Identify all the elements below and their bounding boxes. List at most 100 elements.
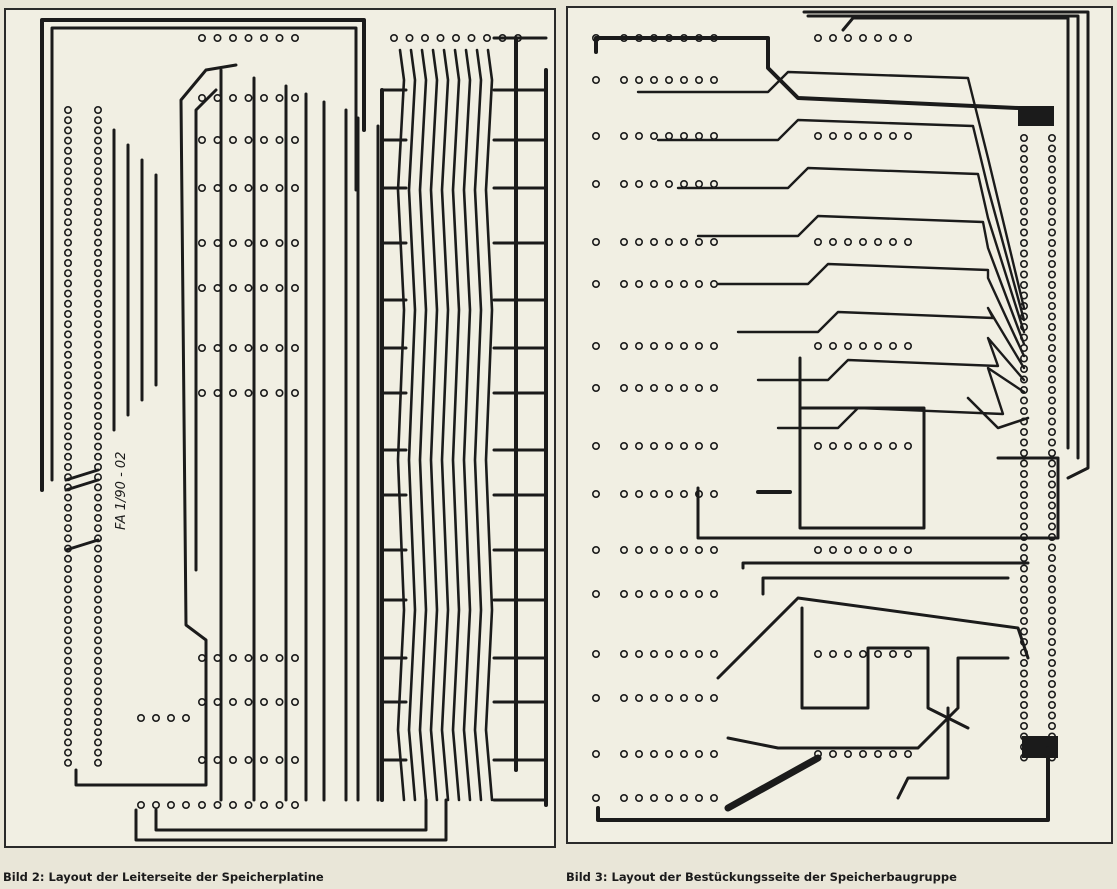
solder-pad [94, 687, 103, 696]
solder-pad [619, 545, 628, 554]
solder-pad [94, 360, 103, 369]
solder-pad [290, 33, 299, 42]
solder-pad [635, 589, 644, 598]
solder-pad [710, 749, 719, 758]
solder-pad [63, 687, 72, 696]
solder-pad [63, 636, 72, 645]
solder-pad [94, 197, 103, 206]
solder-pad [229, 755, 238, 764]
solder-pad [94, 605, 103, 614]
solder-pad [94, 340, 103, 349]
solder-pad [1047, 669, 1056, 678]
solder-pad [94, 208, 103, 217]
solder-pad [198, 343, 207, 352]
solder-pad [213, 653, 222, 662]
solder-pad [680, 589, 689, 598]
solder-pad [695, 341, 704, 350]
solder-pad [619, 693, 628, 702]
solder-pad [1019, 260, 1028, 269]
solder-pad [275, 184, 284, 193]
solder-pad [63, 320, 72, 329]
solder-pad [710, 489, 719, 498]
solder-pad [635, 341, 644, 350]
solder-pad [680, 383, 689, 392]
solder-pad [1019, 543, 1028, 552]
solder-pad [63, 360, 72, 369]
solder-pad [1047, 406, 1056, 415]
solder-pad [1047, 312, 1056, 321]
solder-pad [1019, 155, 1028, 164]
solder-pad [260, 136, 269, 145]
solder-pad [63, 707, 72, 716]
solder-pad [152, 713, 161, 722]
solder-pad [94, 259, 103, 268]
solder-pad [1019, 144, 1028, 153]
solder-pad [1019, 218, 1028, 227]
solder-pad [63, 666, 72, 675]
solder-pad [198, 800, 207, 809]
solder-pad [1047, 459, 1056, 468]
pcb-trace [451, 48, 461, 802]
solder-pad [591, 180, 600, 189]
solder-pad [619, 279, 628, 288]
solder-pad [1047, 616, 1056, 625]
solder-pad [858, 33, 867, 42]
solder-pad [858, 441, 867, 450]
solder-pad [63, 595, 72, 604]
solder-pad [94, 248, 103, 257]
solder-pad [198, 697, 207, 706]
solder-pad [828, 132, 837, 141]
solder-pad [1047, 606, 1056, 615]
solder-pad [888, 649, 897, 658]
solder-pad [591, 383, 600, 392]
solder-pad [229, 33, 238, 42]
pcb-trace [636, 70, 1026, 310]
pcb-trace [64, 468, 100, 482]
solder-pad [873, 132, 882, 141]
solder-pad [63, 167, 72, 176]
solder-pad [94, 157, 103, 166]
solder-pad [94, 758, 103, 767]
solder-pad [244, 184, 253, 193]
solder-pad [63, 585, 72, 594]
solder-pad [94, 575, 103, 584]
solder-pad [1047, 155, 1056, 164]
solder-pad [1019, 448, 1028, 457]
solder-pad [63, 442, 72, 451]
pcb-layout-solder-side: FA 1/90 - 02 [4, 8, 556, 848]
solder-pad [650, 793, 659, 802]
solder-pad [213, 755, 222, 764]
solder-pad [1019, 427, 1028, 436]
solder-pad [198, 184, 207, 193]
solder-pad [665, 76, 674, 85]
solder-pad [635, 279, 644, 288]
solder-pad [1019, 616, 1028, 625]
solder-pad [244, 653, 253, 662]
solder-pad [198, 755, 207, 764]
solder-pad [436, 33, 445, 42]
solder-pad [451, 33, 460, 42]
pcb-trace [594, 36, 1020, 110]
pcb-trace [429, 48, 439, 802]
solder-pad [213, 388, 222, 397]
solder-pad [710, 76, 719, 85]
solder-pad [229, 184, 238, 193]
solder-pad [1047, 197, 1056, 206]
solder-pad [1019, 721, 1028, 730]
solder-pad [843, 749, 852, 758]
solder-pad [1019, 406, 1028, 415]
solder-pad [858, 749, 867, 758]
solder-pad [680, 180, 689, 189]
solder-pad [710, 180, 719, 189]
pcb-trace [696, 214, 1026, 346]
solder-pad [213, 239, 222, 248]
solder-pad [260, 388, 269, 397]
solder-pad [94, 187, 103, 196]
solder-pad [665, 489, 674, 498]
solder-pad [94, 615, 103, 624]
pcb-trace [966, 396, 1030, 430]
solder-pad [63, 646, 72, 655]
solder-pad [873, 749, 882, 758]
solder-pad [94, 146, 103, 155]
solder-pad [650, 489, 659, 498]
